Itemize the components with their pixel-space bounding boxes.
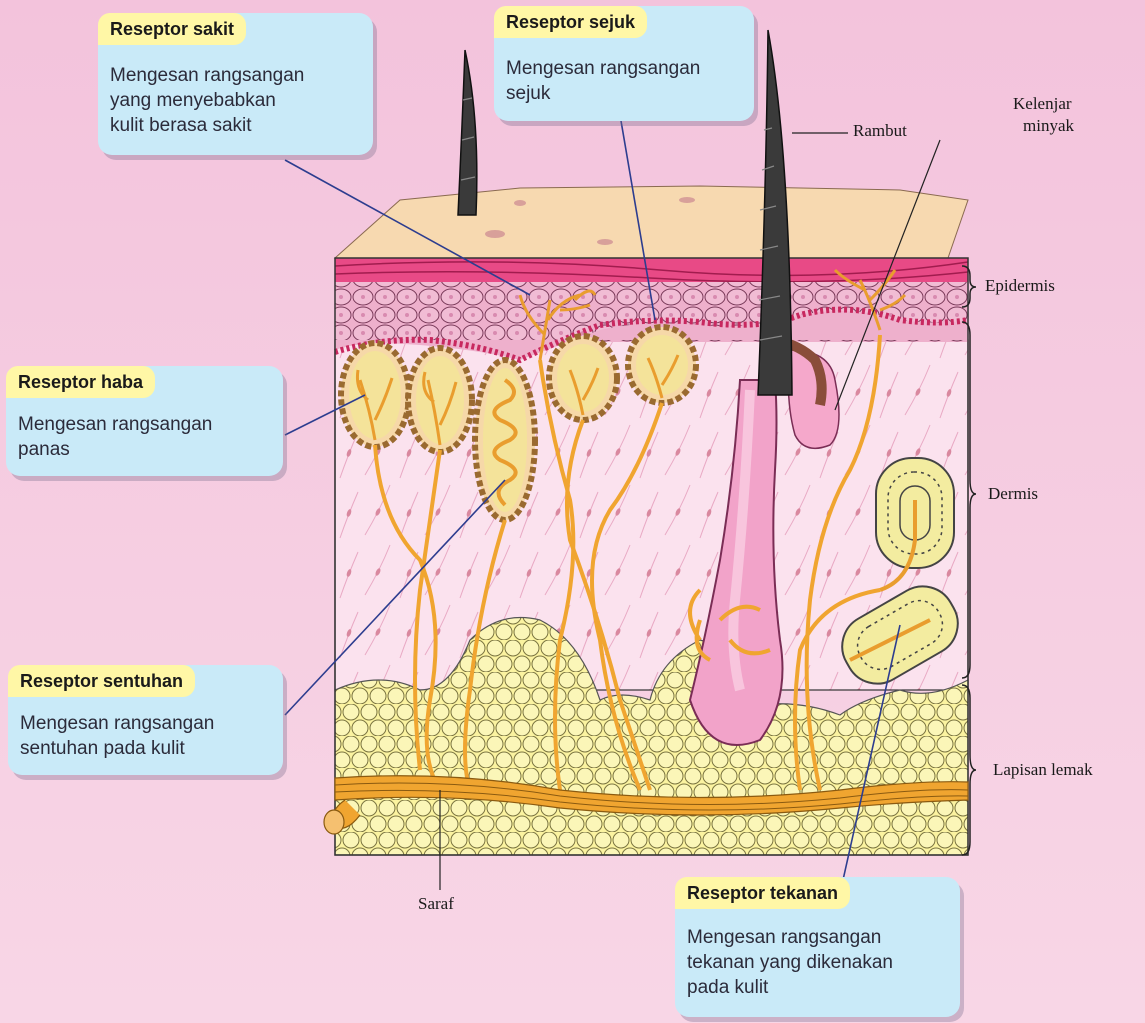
- skin-surface: [335, 186, 968, 258]
- callout-cold-desc: Mengesan rangsangan sejuk: [506, 56, 700, 106]
- hair-strand-short: [458, 50, 477, 215]
- label-hair: Rambut: [853, 121, 907, 141]
- label-nerve: Saraf: [418, 894, 454, 914]
- label-fat-layer: Lapisan lemak: [993, 760, 1093, 780]
- callout-pain-receptor: Reseptor sakit Mengesan rangsangan yang …: [98, 13, 373, 155]
- callout-heat-receptor: Reseptor haba Mengesan rangsangan panas: [6, 366, 283, 476]
- callout-pressure-desc: Mengesan rangsangan tekanan yang dikenak…: [687, 925, 893, 1000]
- callout-touch-title: Reseptor sentuhan: [8, 665, 195, 697]
- label-epidermis: Epidermis: [985, 276, 1055, 296]
- callout-heat-desc: Mengesan rangsangan panas: [18, 412, 212, 462]
- callout-touch-receptor: Reseptor sentuhan Mengesan rangsangan se…: [8, 665, 283, 775]
- label-dermis: Dermis: [988, 484, 1038, 504]
- callout-heat-title: Reseptor haba: [6, 366, 155, 398]
- touch-receptor: [475, 360, 535, 520]
- label-oil-gland-line2: minyak: [1023, 116, 1074, 136]
- callout-pressure-title: Reseptor tekanan: [675, 877, 850, 909]
- callout-pain-title: Reseptor sakit: [98, 13, 246, 45]
- callout-touch-desc: Mengesan rangsangan sentuhan pada kulit: [20, 711, 214, 761]
- callout-cold-receptor: Reseptor sejuk Mengesan rangsangan sejuk: [494, 6, 754, 121]
- callout-cold-title: Reseptor sejuk: [494, 6, 647, 38]
- callout-pressure-receptor: Reseptor tekanan Mengesan rangsangan tek…: [675, 877, 960, 1017]
- callout-pain-desc: Mengesan rangsangan yang menyebabkan kul…: [110, 63, 304, 138]
- label-oil-gland-line1: Kelenjar: [1013, 94, 1072, 114]
